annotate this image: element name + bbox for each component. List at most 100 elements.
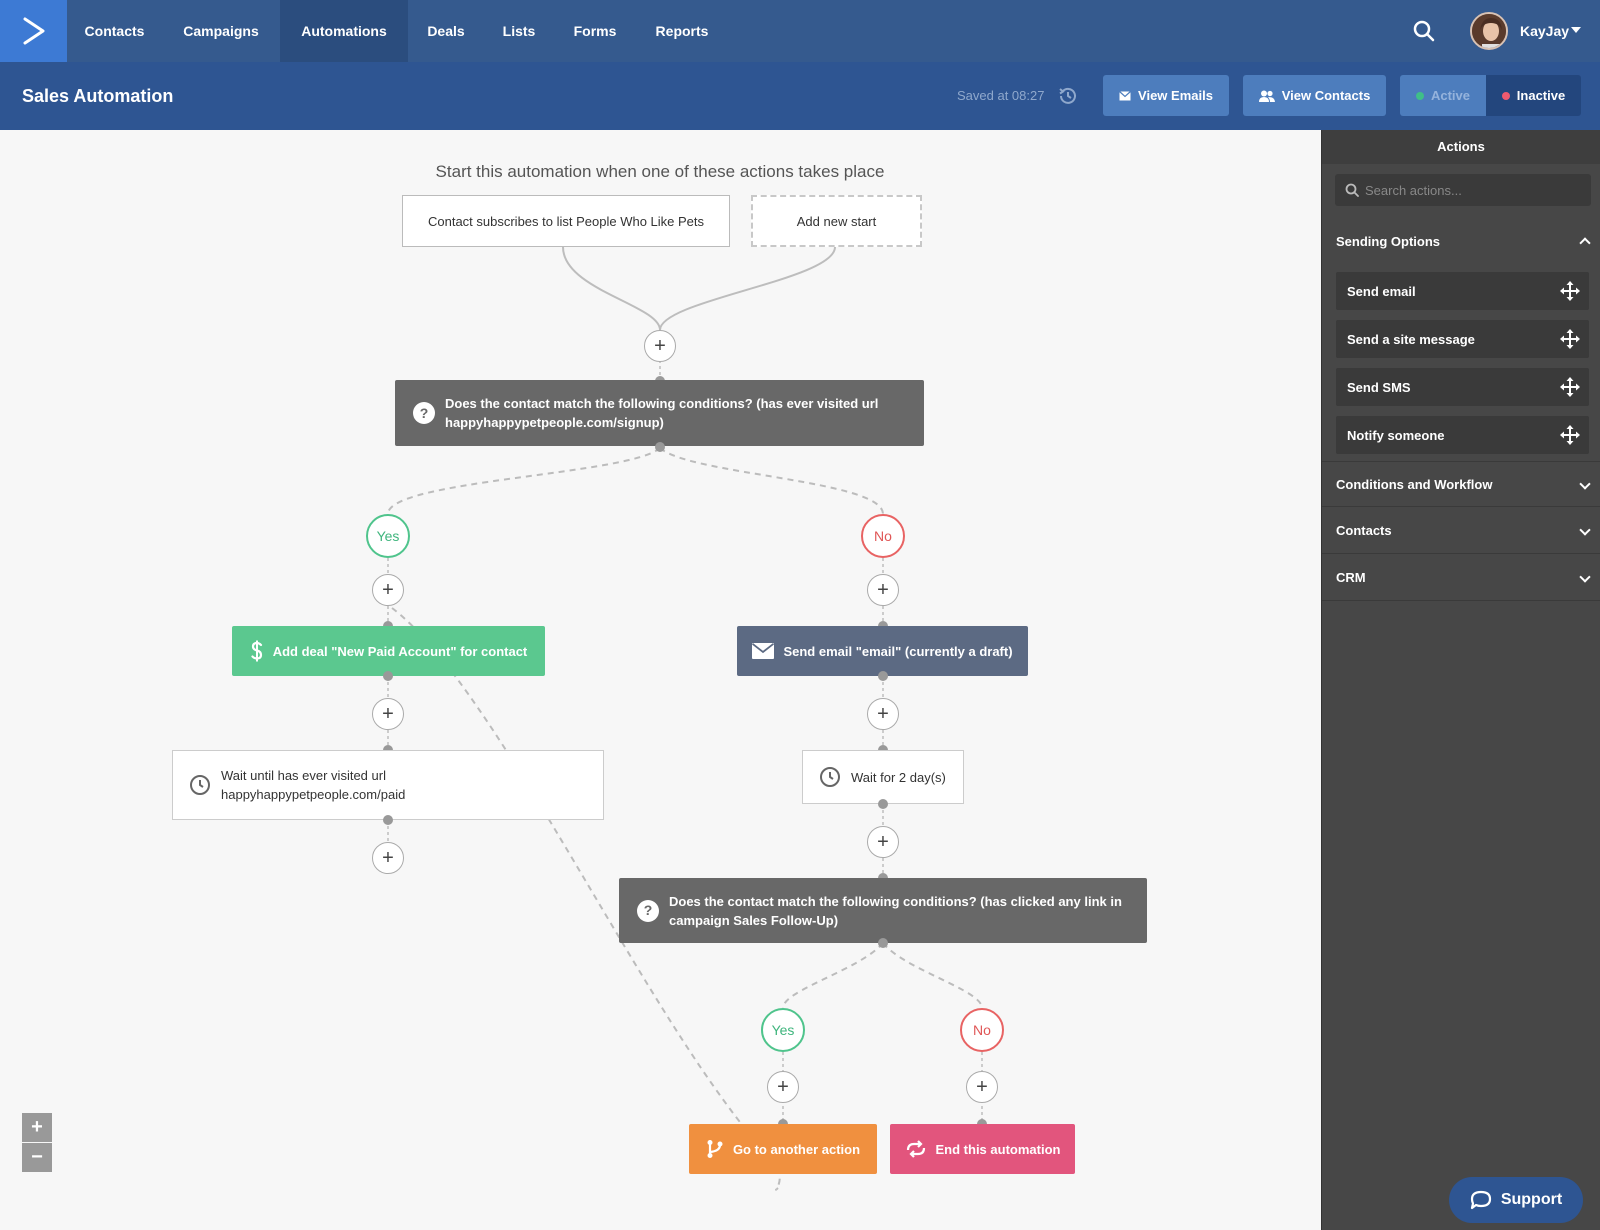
history-icon[interactable] xyxy=(1057,85,1079,107)
end-automation-node[interactable]: End this automation xyxy=(890,1124,1075,1174)
move-icon xyxy=(1560,329,1580,349)
nav-lists[interactable]: Lists xyxy=(502,23,536,39)
envelope-icon xyxy=(752,643,775,659)
search-icon xyxy=(1345,183,1359,197)
condition-text-2: Does the contact match the following con… xyxy=(669,893,1122,928)
action-label: Send email xyxy=(1347,283,1416,299)
branch-no-1: No xyxy=(861,514,905,558)
section-conditions-workflow[interactable]: Conditions and Workflow xyxy=(1322,461,1600,507)
add-step-button[interactable]: + xyxy=(867,698,899,730)
wait-days-text: Wait for 2 day(s) xyxy=(851,769,946,785)
add-step-button[interactable]: + xyxy=(966,1071,998,1103)
support-button[interactable]: Support xyxy=(1449,1177,1583,1223)
nav-automations[interactable]: Automations xyxy=(280,0,408,62)
automation-canvas[interactable]: Start this automation when one of these … xyxy=(0,130,1321,1230)
add-step-button[interactable]: + xyxy=(867,826,899,858)
question-icon: ? xyxy=(413,402,435,424)
action-label: Notify someone xyxy=(1347,427,1445,443)
automation-header: Sales Automation Saved at 08:27 View Ema… xyxy=(0,62,1600,130)
action-notify-someone[interactable]: Notify someone xyxy=(1336,416,1589,454)
go-to-action-node[interactable]: Go to another action xyxy=(689,1124,877,1174)
move-icon xyxy=(1560,377,1580,397)
edge-no-2 xyxy=(882,942,983,1009)
action-send-email[interactable]: Send email xyxy=(1336,272,1589,310)
branch-no-2: No xyxy=(960,1008,1004,1052)
wait-until-text: Wait until has ever visited url happyhap… xyxy=(221,768,406,802)
condition-node-1[interactable]: ? Does the contact match the following c… xyxy=(395,380,924,446)
add-step-button[interactable]: + xyxy=(767,1071,799,1103)
section-label: Sending Options xyxy=(1336,233,1440,249)
add-step-button[interactable]: + xyxy=(372,574,404,606)
caret-down-icon[interactable] xyxy=(1571,27,1581,33)
zoom-controls: + − xyxy=(22,1113,52,1173)
action-label: Send SMS xyxy=(1347,379,1411,395)
saved-status: Saved at 08:27 xyxy=(957,88,1045,103)
connector-dot xyxy=(878,799,888,809)
inactive-label: Inactive xyxy=(1516,88,1566,103)
action-search-input[interactable] xyxy=(1365,182,1585,198)
clock-icon xyxy=(190,775,210,795)
start-prompt: Start this automation when one of these … xyxy=(435,162,885,181)
avatar-image xyxy=(1472,14,1506,48)
section-label: Conditions and Workflow xyxy=(1336,476,1493,492)
condition-node-2[interactable]: ? Does the contact match the following c… xyxy=(619,878,1147,943)
chevron-up-icon xyxy=(1579,237,1591,249)
zoom-in-button[interactable]: + xyxy=(22,1113,52,1142)
user-name[interactable]: KayJay xyxy=(1520,23,1570,39)
add-new-start-button[interactable]: Add new start xyxy=(751,195,922,247)
edge-yes-1 xyxy=(387,447,661,515)
branch-yes-2: Yes xyxy=(761,1008,805,1052)
wait-until-node[interactable]: Wait until has ever visited url happyhap… xyxy=(172,750,604,820)
nav-reports[interactable]: Reports xyxy=(655,23,709,39)
send-email-node[interactable]: Send email "email" (currently a draft) xyxy=(737,626,1028,676)
edge-no-1 xyxy=(659,447,884,515)
add-step-button[interactable]: + xyxy=(867,574,899,606)
active-label: Active xyxy=(1430,88,1471,103)
nav-contacts[interactable]: Contacts xyxy=(84,23,145,39)
view-contacts-button[interactable]: View Contacts xyxy=(1243,75,1386,116)
page-title: Sales Automation xyxy=(22,86,174,106)
section-sending-options[interactable]: Sending Options xyxy=(1322,216,1600,266)
add-step-button[interactable]: + xyxy=(372,842,404,874)
dollar-icon xyxy=(251,640,262,662)
send-email-text: Send email "email" (currently a draft) xyxy=(783,643,1013,659)
view-contacts-label: View Contacts xyxy=(1281,88,1371,103)
connector-dot xyxy=(878,671,888,681)
wait-days-node[interactable]: Wait for 2 day(s) xyxy=(802,750,964,804)
support-label: Support xyxy=(1500,1191,1563,1208)
section-label: CRM xyxy=(1336,570,1366,585)
status-toggle[interactable]: Active Inactive xyxy=(1400,75,1581,116)
envelope-icon xyxy=(1119,90,1131,100)
add-step-button[interactable]: + xyxy=(644,330,676,362)
section-contacts[interactable]: Contacts xyxy=(1322,508,1600,554)
view-emails-label: View Emails xyxy=(1138,88,1213,103)
view-emails-button[interactable]: View Emails xyxy=(1103,75,1229,116)
action-search-box[interactable] xyxy=(1335,174,1591,206)
status-active-option[interactable]: Active xyxy=(1400,75,1486,116)
section-crm[interactable]: CRM xyxy=(1322,555,1600,601)
add-deal-text: Add deal "New Paid Account" for contact xyxy=(272,643,528,659)
edge-goto-loop xyxy=(391,607,781,1191)
action-send-sms[interactable]: Send SMS xyxy=(1336,368,1589,406)
logo[interactable] xyxy=(0,0,67,62)
trigger-node[interactable]: Contact subscribes to list People Who Li… xyxy=(402,195,730,247)
workflow-edges xyxy=(387,246,983,1191)
zoom-out-button[interactable]: − xyxy=(22,1143,52,1172)
add-deal-node[interactable]: Add deal "New Paid Account" for contact xyxy=(232,626,545,676)
action-label: Send a site message xyxy=(1347,331,1475,347)
branch-yes-1: Yes xyxy=(366,514,410,558)
edge-add-start xyxy=(659,246,836,331)
avatar[interactable] xyxy=(1470,12,1508,50)
add-step-button[interactable]: + xyxy=(372,698,404,730)
action-send-site-message[interactable]: Send a site message xyxy=(1336,320,1589,358)
nav-campaigns[interactable]: Campaigns xyxy=(183,23,259,39)
nav-deals[interactable]: Deals xyxy=(427,23,465,39)
search-button[interactable] xyxy=(1412,19,1436,43)
move-icon xyxy=(1560,425,1580,445)
sidebar-title: Actions xyxy=(1322,130,1600,164)
go-to-action-text: Go to another action xyxy=(732,1141,861,1157)
status-inactive-option[interactable]: Inactive xyxy=(1486,75,1581,116)
nav-forms[interactable]: Forms xyxy=(573,23,617,39)
clock-icon xyxy=(820,767,840,787)
edge-yes-2 xyxy=(782,942,884,1009)
